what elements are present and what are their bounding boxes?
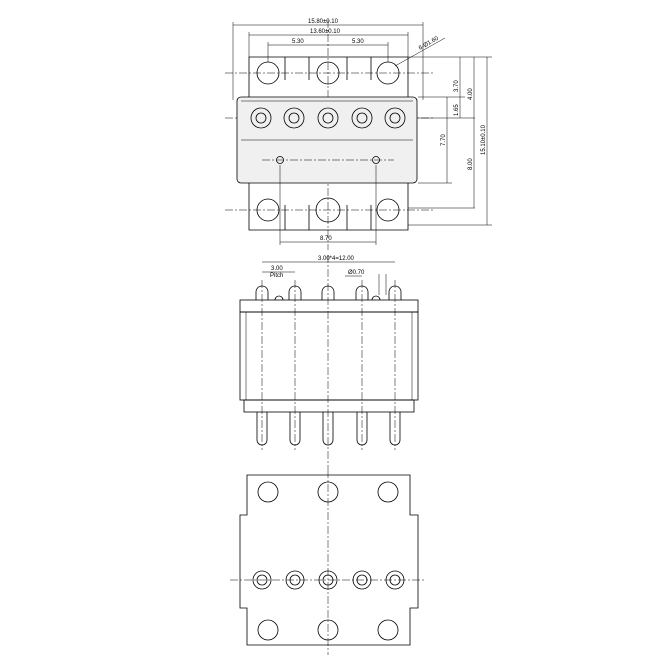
dim-4-00: 4.00 [468,88,474,100]
dim-pin-span: 3.00*4=12.00 [318,256,355,262]
dim-pitch-right: 5.30 [352,39,364,45]
side-view: 3.00*4=12.00 3.00 Pitch Ø0.70 [239,255,419,470]
dim-overall-height: 15.10±0.10 [481,124,487,155]
bottom-view [230,470,425,655]
dim-post-spacing: 8.70 [320,236,332,242]
top-view: 15.80±0.10 13.60±0.10 5.30 5.30 6-Ø1.60 … [225,19,492,250]
dim-overall-width: 15.80±0.10 [308,19,339,25]
dim-pitch-value: 3.00 [271,266,283,272]
dim-7-70: 7.70 [441,134,447,146]
dim-pin-diameter: Ø0.70 [348,270,365,276]
dim-hole-callout: 6-Ø1.60 [418,35,440,51]
dim-pitch-left: 5.30 [292,39,304,45]
dim-hole-span: 13.60±0.10 [310,29,341,35]
dim-3-70: 3.70 [454,80,460,92]
dim-8-00: 8.00 [468,158,474,170]
dim-1-65: 1.65 [454,104,460,116]
dim-pitch-label: Pitch [270,273,283,279]
